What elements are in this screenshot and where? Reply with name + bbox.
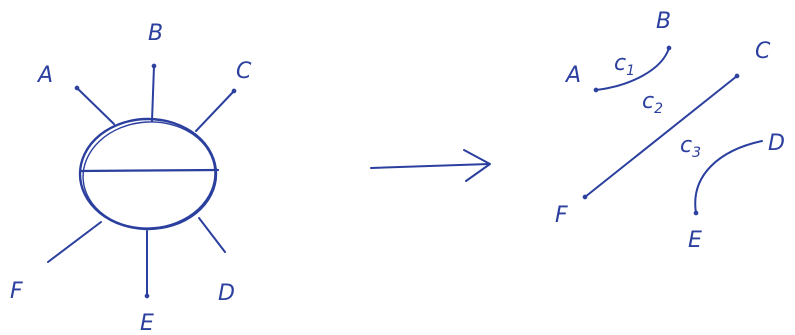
leg-c [195,90,235,132]
curve-c1-end-a [593,87,599,93]
end-dot-e [144,293,150,299]
curve-c3 [694,140,763,214]
curve-label-c3: c3 [680,133,701,161]
leg-a [76,87,115,125]
label-b-right: B [656,9,671,34]
curve-label-c3-sub: 3 [692,145,701,161]
end-dot-b [151,63,157,69]
curve-label-c2-sub: 2 [654,101,663,117]
left-diagram: A B C D E F [10,21,252,335]
curve-label-c2-main: c [642,89,654,114]
curve-label-c2: c2 [642,89,663,117]
arrow-head [463,149,491,182]
transition-arrow [370,149,491,182]
leg-d [198,217,226,253]
end-dot-a [74,85,80,91]
leg-b [151,65,155,122]
label-f-right: F [555,203,568,228]
curve-label-c1: c1 [614,51,635,79]
label-c-right: C [755,39,771,64]
curve-label-c1-main: c [614,51,626,76]
label-d: D [218,281,235,306]
label-b: B [148,21,163,46]
label-c: C [236,59,252,84]
curve-c3-end-e [693,210,699,216]
label-a-right: A [564,63,581,88]
label-f: F [10,279,23,304]
curve-c2-end-f [582,194,588,200]
right-diagram: A B C D E F c1 c2 c3 [555,9,785,253]
vertex-chord [78,168,220,173]
label-e-right: E [688,228,702,253]
curve-c1-end-b [666,45,672,51]
label-e: E [140,311,154,335]
label-d-right: D [768,131,785,156]
vertex-circle [78,117,218,231]
curve-c2 [584,75,738,198]
curve-c2-end-c [734,73,740,79]
end-dot-c [231,88,237,94]
curve-label-c1-sub: 1 [626,63,635,79]
label-a: A [36,63,53,88]
curve-c1 [595,47,670,91]
arrow-shaft [370,163,490,169]
curve-label-c3-main: c [680,133,692,158]
leg-f [47,221,102,263]
